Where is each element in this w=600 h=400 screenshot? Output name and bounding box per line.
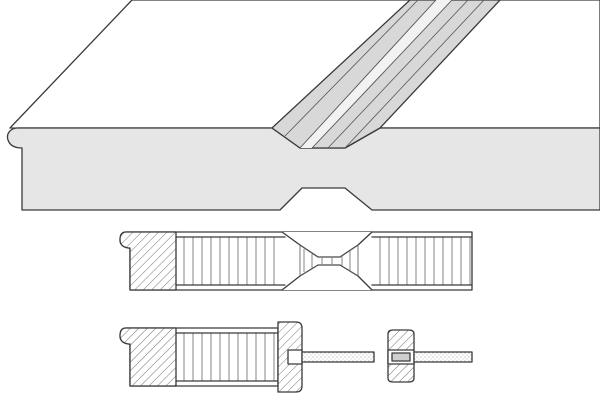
pressed-section-edge-block	[119, 231, 177, 291]
v-groove-line-4	[327, 0, 469, 149]
panel-perspective-view	[6, 0, 600, 211]
exploded-joint-tongue	[391, 352, 411, 362]
exploded-insert-plate	[301, 351, 375, 363]
exploded-end-cap-slot	[287, 349, 303, 365]
pressed-core-left	[183, 237, 275, 285]
v-groove-line-2b	[299, 0, 437, 149]
v-groove-line-5	[344, 0, 485, 149]
v-groove-highlight	[300, 0, 452, 148]
v-groove-line-3b	[311, 0, 453, 149]
v-groove-line-1	[284, 0, 419, 137]
exploded-core	[183, 333, 275, 381]
panel-front-face	[6, 127, 600, 211]
cross-section-pressed-joint	[119, 231, 473, 291]
exploded-insert-plate-right	[413, 351, 473, 363]
exploded-section-edge-block	[119, 327, 177, 387]
pressed-core-right	[379, 237, 471, 285]
pressed-v-joint-inner	[299, 244, 359, 277]
exploded-skins	[175, 332, 279, 382]
cross-section-exploded-joint	[119, 321, 473, 393]
pressed-v-core	[303, 249, 351, 272]
